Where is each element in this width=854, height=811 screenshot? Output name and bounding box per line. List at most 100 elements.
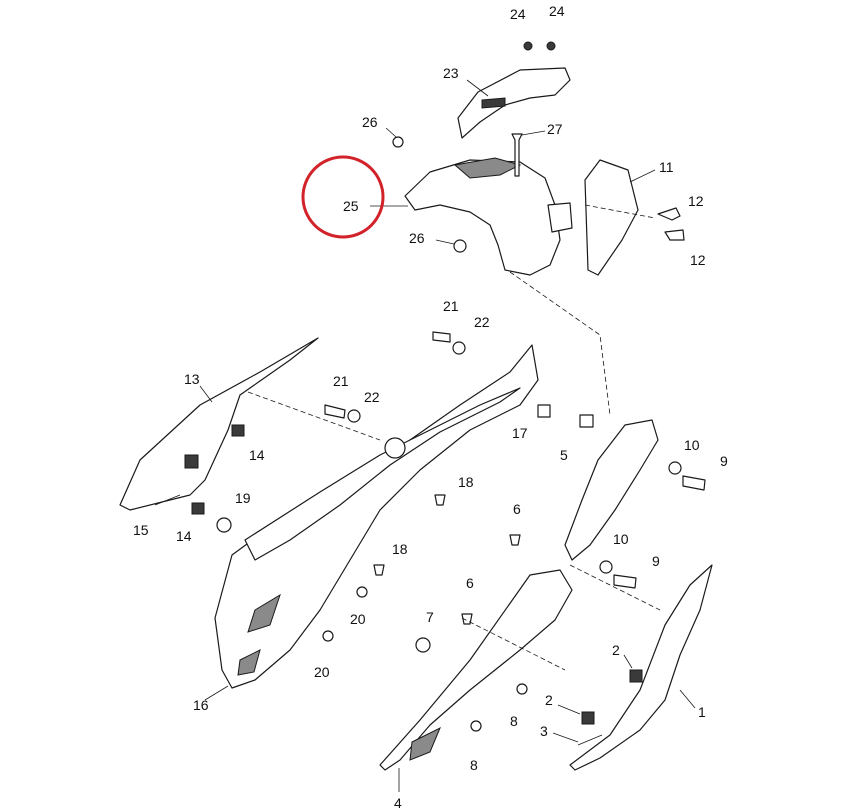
callout-10: 10 — [613, 531, 629, 547]
callout-22: 22 — [474, 314, 490, 330]
leader-16 — [204, 685, 229, 701]
callout-12: 12 — [688, 193, 704, 209]
callout-14: 14 — [249, 447, 265, 463]
leader-1 — [679, 689, 696, 709]
part-7-grommet — [415, 637, 431, 653]
part-26-grommet-b — [453, 239, 467, 253]
part-17-clip — [537, 404, 551, 418]
part-13-tab — [184, 454, 199, 469]
callout-20: 20 — [314, 664, 330, 680]
callout-13: 13 — [184, 371, 200, 387]
part-8-grommet-b — [470, 720, 482, 732]
leader-26a — [385, 127, 397, 138]
leader-13 — [199, 385, 213, 403]
highlight-circle-part-25 — [301, 155, 385, 239]
leader-3 — [552, 732, 579, 743]
part-9-bolt-b — [613, 574, 637, 589]
callout-24: 24 — [549, 3, 565, 19]
part-20-grommet-a — [356, 586, 368, 598]
callout-26: 26 — [362, 114, 378, 130]
leader-11 — [629, 169, 656, 183]
callout-3: 3 — [540, 723, 548, 739]
callout-25: 25 — [343, 198, 359, 214]
assembly-line-c — [461, 617, 566, 671]
callout-1: 1 — [698, 704, 706, 720]
part-16-boss — [384, 437, 406, 459]
part-2-clip-b — [581, 711, 595, 725]
part-18-screw-a — [434, 494, 446, 506]
part-21-bolt-b — [324, 404, 346, 419]
callout-8: 8 — [510, 713, 518, 729]
leader-2a — [623, 654, 633, 669]
callout-2: 2 — [612, 642, 620, 658]
part-3-pin — [577, 734, 603, 746]
part-12-clip-b — [664, 229, 685, 241]
callout-26: 26 — [409, 230, 425, 246]
part-20-grommet-b — [322, 630, 334, 642]
callout-17: 17 — [512, 425, 528, 441]
part-8-grommet-a — [516, 683, 528, 695]
callout-2: 2 — [545, 692, 553, 708]
callout-5: 5 — [560, 447, 568, 463]
part-27-screw — [511, 133, 523, 177]
part-24-nut-b — [546, 41, 556, 51]
callout-23: 23 — [443, 65, 459, 81]
part-14-clip-a — [231, 424, 245, 437]
callout-15: 15 — [133, 522, 149, 538]
callout-21: 21 — [443, 298, 459, 314]
part-24-nut-a — [523, 41, 533, 51]
callout-6: 6 — [466, 575, 474, 591]
assembly-line-d — [569, 564, 661, 611]
part-10-washer-a — [668, 461, 682, 475]
part-10-washer-b — [599, 560, 613, 574]
callout-4: 4 — [394, 795, 402, 811]
callout-6: 6 — [513, 501, 521, 517]
callout-10: 10 — [684, 437, 700, 453]
part-1-side-panel — [569, 564, 713, 771]
callout-27: 27 — [547, 121, 563, 137]
assembly-line-e — [584, 204, 656, 219]
assembly-line-a — [509, 271, 611, 416]
part-9-bolt-a — [682, 475, 706, 491]
part-13-side-cover — [119, 337, 319, 511]
callout-7: 7 — [426, 609, 434, 625]
part-5-bracket — [564, 419, 659, 561]
part-19-grommet — [216, 517, 232, 533]
part-22-washer-b — [347, 409, 361, 423]
part-25-shade — [453, 157, 522, 179]
part-25-bracket — [547, 202, 573, 233]
callout-18: 18 — [392, 541, 408, 557]
part-26-grommet-a — [392, 136, 404, 148]
part-11-panel — [584, 159, 639, 276]
part-22-washer-a — [452, 341, 466, 355]
leader-26b — [435, 239, 455, 245]
part-18-screw-b — [373, 564, 385, 576]
callout-14: 14 — [176, 528, 192, 544]
part-16-cutout-b — [237, 649, 261, 676]
part-16-inner-rail — [244, 387, 521, 561]
callout-21: 21 — [333, 373, 349, 389]
callout-8: 8 — [470, 757, 478, 773]
callout-24: 24 — [510, 6, 526, 22]
callout-19: 19 — [235, 490, 251, 506]
callout-9: 9 — [652, 553, 660, 569]
part-23-cover — [457, 67, 571, 139]
part-16-cutout-a — [247, 593, 281, 633]
callout-22: 22 — [364, 389, 380, 405]
part-12-clip-a — [657, 207, 681, 221]
part-6-screw-a — [509, 534, 521, 546]
callout-9: 9 — [720, 453, 728, 469]
part-21-bolt-a — [432, 331, 451, 343]
leader-23 — [466, 79, 489, 97]
part-2-clip-a — [629, 669, 643, 683]
callout-11: 11 — [659, 159, 674, 175]
callout-16: 16 — [193, 697, 209, 713]
part-4-shade — [409, 726, 441, 761]
callout-12: 12 — [690, 252, 706, 268]
leader-27 — [521, 130, 546, 136]
part-5-clip — [579, 414, 594, 428]
part-23-tab — [481, 97, 506, 109]
callout-20: 20 — [350, 611, 366, 627]
